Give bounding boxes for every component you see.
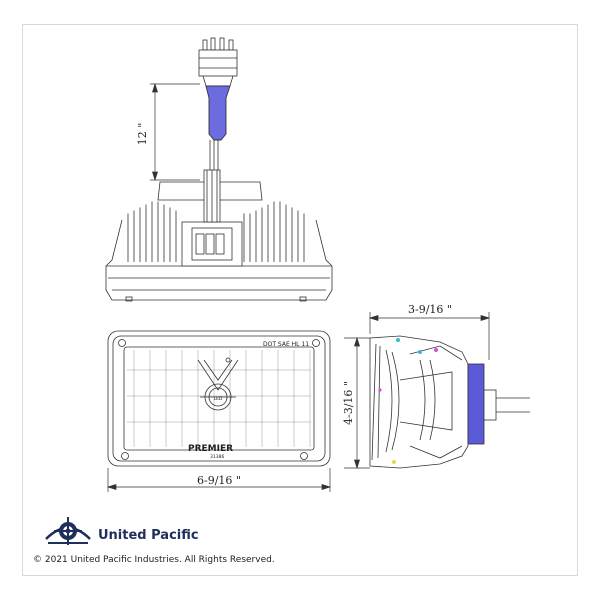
part-number: 31386 bbox=[210, 454, 224, 460]
image-frame bbox=[22, 24, 578, 576]
brand-name: United Pacific bbox=[98, 527, 199, 543]
mount-hole bbox=[121, 452, 129, 460]
brand-block: United Pacific bbox=[48, 518, 199, 552]
dimension-height bbox=[344, 336, 370, 470]
rear-connector-stub bbox=[483, 389, 497, 421]
mount-hole bbox=[225, 357, 231, 363]
dimension-width bbox=[106, 468, 332, 492]
mount-hole bbox=[312, 339, 320, 347]
top-view bbox=[105, 37, 333, 302]
back-housing-blue bbox=[467, 363, 485, 445]
wire-harness bbox=[205, 85, 231, 170]
dimension-cable-length bbox=[150, 82, 200, 182]
front-view bbox=[107, 330, 331, 467]
mount-hole bbox=[300, 452, 308, 460]
center-emblem bbox=[197, 359, 239, 411]
dot-sae-marking: DOT SAE HL 11 bbox=[263, 341, 309, 348]
heat-sink-fins bbox=[127, 201, 305, 262]
connector-plug bbox=[198, 37, 238, 87]
depth-label: 3-9/16 " bbox=[408, 303, 452, 316]
dimension-depth bbox=[368, 312, 491, 360]
ship-wheel-logo-icon bbox=[45, 517, 91, 545]
housing-top-outline bbox=[157, 181, 263, 201]
width-label: 6-9/16 " bbox=[197, 474, 241, 487]
section-housing bbox=[369, 335, 469, 469]
side-section-view bbox=[369, 335, 530, 469]
lens-grid bbox=[127, 350, 311, 447]
mount-hole bbox=[118, 339, 126, 347]
cable-length-label: 12 " bbox=[136, 123, 149, 146]
copyright-notice: © 2021 United Pacific Industries. All Ri… bbox=[33, 555, 275, 565]
housing-body bbox=[105, 219, 333, 301]
lid-logo bbox=[195, 233, 225, 255]
center-logo-text: LED bbox=[214, 396, 223, 402]
model-name: PREMIER bbox=[188, 444, 233, 454]
height-label: 4-3/16 " bbox=[342, 381, 355, 425]
